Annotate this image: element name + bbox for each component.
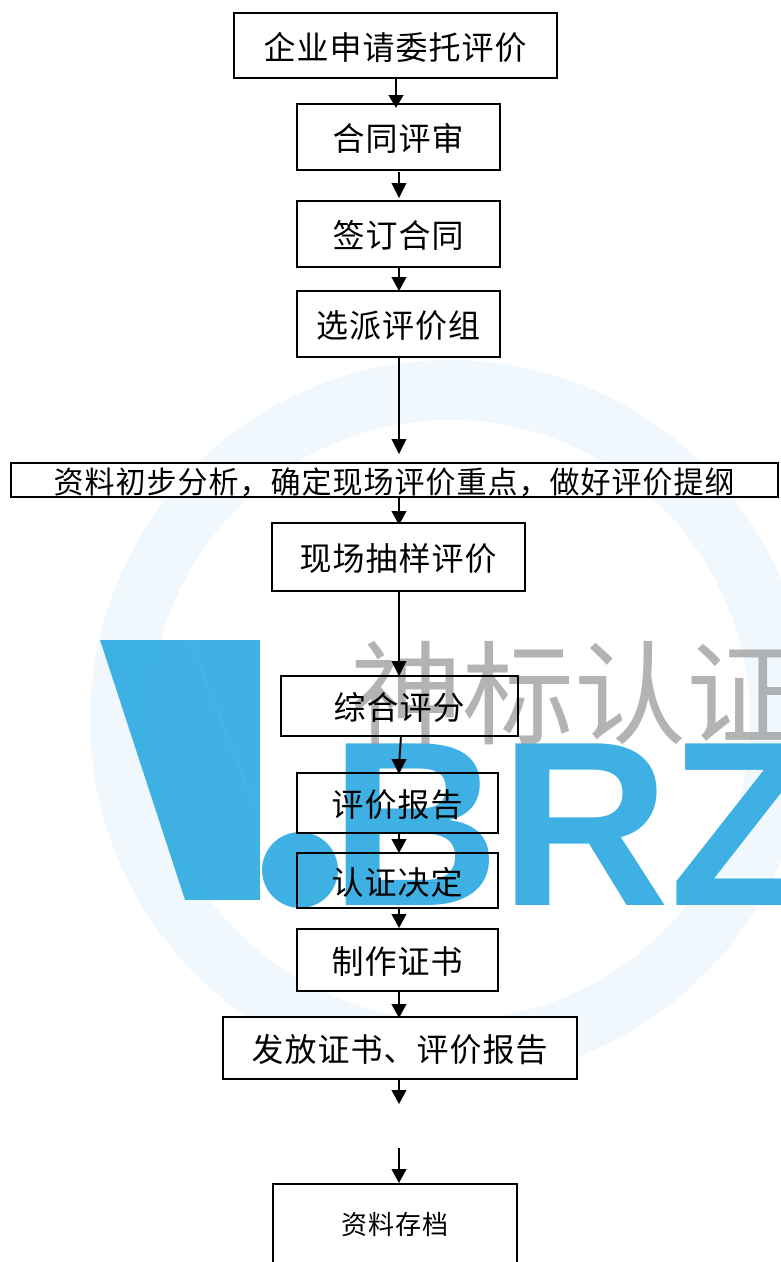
arrow-3-head [391,277,407,292]
arrow-12-head [391,1169,407,1184]
step-sign-contract-box: 签订合同 [296,200,501,268]
step-issue-certificate-box: 发放证书、评价报告 [222,1016,578,1080]
arrow-1-head [388,95,404,108]
step-assign-team-label: 选派评价组 [315,307,481,345]
arrow-8-head [391,839,407,854]
step-comprehensive-score-box: 综合评分 [280,675,519,737]
step-issue-certificate-label: 发放证书、评价报告 [251,1031,549,1069]
step-certification-decision-box: 认证决定 [296,852,499,909]
step-make-certificate-box: 制作证书 [296,928,499,992]
arrow-9-head [391,914,407,929]
watermark-v-mark-right [190,640,260,820]
step-archive-box: 资料存档 [272,1183,518,1262]
arrow-11-head [391,1090,407,1105]
step-onsite-sampling-box: 现场抽样评价 [271,522,526,592]
arrow-10-head [391,1004,407,1019]
step-sign-contract-label: 签订合同 [332,217,465,255]
arrow-6-head [391,661,407,677]
step-contract-review-label: 合同评审 [332,120,465,158]
step-certification-decision-label: 认证决定 [331,863,464,902]
step-assign-team-box: 选派评价组 [296,290,501,358]
watermark-v-mark [100,640,260,900]
step-preliminary-analysis-label: 资料初步分析，确定现场评价重点，做好评价提纲 [53,466,736,501]
arrow-7-head [391,759,407,775]
step-contract-review-box: 合同评审 [296,103,501,171]
step-evaluation-report-label: 评价报告 [331,786,464,824]
watermark-text: 神标认证 [350,632,781,762]
step-comprehensive-score-label: 综合评分 [333,689,466,727]
arrow-2-head [391,183,407,199]
step-apply-label: 企业申请委托评价 [263,28,528,67]
step-apply-box: 企业申请委托评价 [233,12,558,79]
arrow-4-head [391,439,407,455]
watermark-dot [262,832,338,908]
step-preliminary-analysis-box: 资料初步分析，确定现场评价重点，做好评价提纲 [10,462,779,501]
step-archive-label: 资料存档 [340,1211,449,1241]
arrow-5-head [391,511,407,526]
step-evaluation-report-box: 评价报告 [296,772,499,834]
step-make-certificate-label: 制作证书 [331,943,464,981]
step-onsite-sampling-label: 现场抽样评价 [299,540,498,578]
